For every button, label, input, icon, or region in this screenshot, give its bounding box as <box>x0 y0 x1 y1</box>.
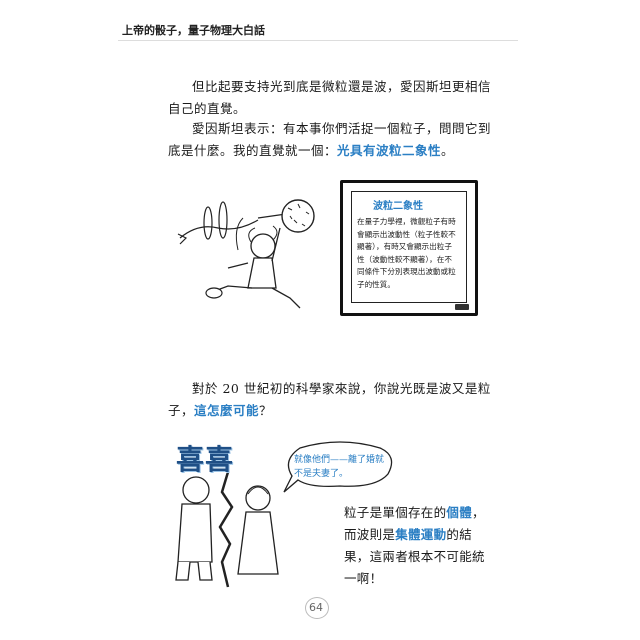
blackboard-body: 在量子力學裡，微觀粒子有時會顯示出波動性（粒子性較不顯著），有時又會顯示出粒子性… <box>357 217 456 289</box>
paragraph-2: 愛因斯坦表示：有本事你們活捉一個粒子，問問它到底是什麼。我的直覺就一個：光具有波… <box>168 118 498 162</box>
paragraph-3: 對於 20 世紀初的科學家來說，你說光既是波又是粒子，這怎麼可能？ <box>168 378 498 422</box>
paragraph-2-end: 。 <box>441 143 455 158</box>
header-rule <box>118 40 518 41</box>
running-header: 上帝的骰子，量子物理大白話 <box>122 24 265 37</box>
paragraph-2-highlight: 光具有波粒二象性 <box>337 143 442 158</box>
page-number: 64 <box>300 597 332 619</box>
paragraph-4: 粒子是單個存在的個體，而波則是集體運動的結果，這兩者根本不可能統一啊！ <box>344 502 494 590</box>
paragraph-1: 但比起要支持光到底是微粒還是波，愛因斯坦更相信自己的直覺。 <box>168 79 492 116</box>
sfx-text: 喜喜 <box>176 443 235 476</box>
paragraph-3-text: 對於 20 世紀初的科學家來說，你說光既是波又是粒子， <box>168 381 491 418</box>
speech-bubble-text: 就像他們——離了婚就不是夫妻了。 <box>294 455 385 479</box>
paragraph-4-t3: 的結果，這兩者根本不可能統一啊！ <box>344 527 485 586</box>
eraser <box>455 304 469 310</box>
speech-bubble <box>283 441 393 493</box>
paragraph-4-t1: 粒子是單個存在的 <box>344 505 447 520</box>
paragraph-2-text: 愛因斯坦表示：有本事你們活捉一個粒子，問問它到底是什麼。我的直覺就一個： <box>168 121 492 158</box>
couple-illustration <box>175 471 279 588</box>
paragraph-4-t2: ，而波則是 <box>344 505 485 542</box>
blackboard-frame <box>351 191 467 303</box>
einstein-illustration <box>177 199 315 309</box>
paragraph-3-highlight: 這怎麼可能 <box>194 403 260 418</box>
paragraph-4-h2: 集體運動 <box>395 527 447 542</box>
page-number-text: 64 <box>309 601 323 614</box>
blackboard: 波粒二象性 在量子力學裡，微觀粒子有時會顯示出波動性（粒子性較不顯著），有時又會… <box>340 180 478 316</box>
paragraph-4-h1: 個體 <box>446 505 473 520</box>
paragraph-3-end: ？ <box>259 403 273 418</box>
blackboard-title: 波粒二象性 <box>373 201 423 212</box>
